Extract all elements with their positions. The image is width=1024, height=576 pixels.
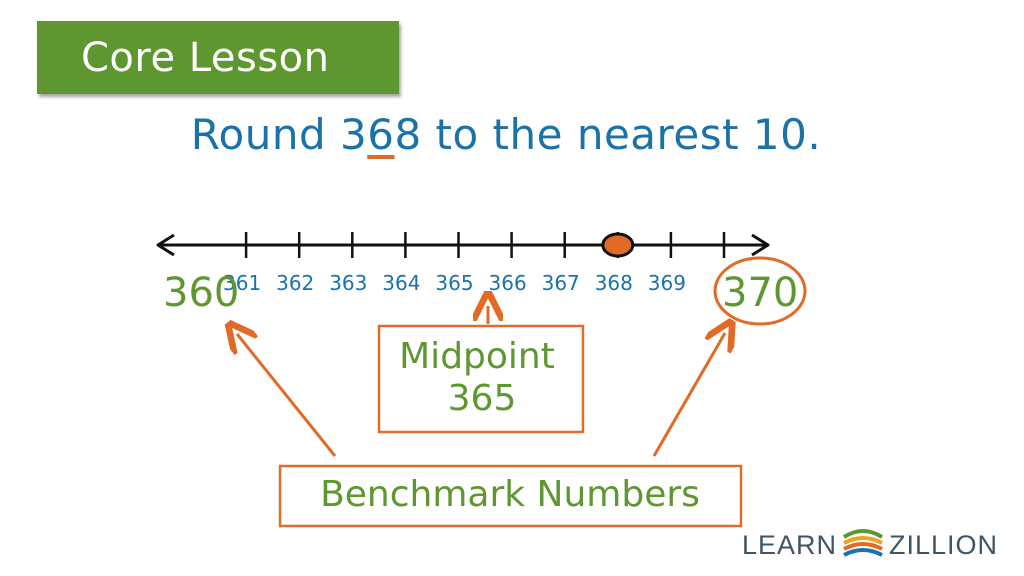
tick-label-364: 364: [382, 271, 420, 295]
tick-label-366: 366: [489, 271, 527, 295]
benchmark-label: Benchmark Numbers: [320, 474, 700, 515]
tick-label-362: 362: [276, 271, 314, 295]
midpoint-value: 365: [448, 378, 517, 419]
title-underlined-digit: 6: [367, 110, 395, 159]
right-arrowhead-icon: [751, 233, 770, 257]
tick-label-368: 368: [595, 271, 633, 295]
core-lesson-badge: Core Lesson: [37, 21, 399, 94]
midpoint-box: [377, 324, 585, 434]
benchmark-high-label: 370: [722, 270, 798, 316]
tick-label-365: 365: [435, 271, 473, 295]
benchmark-box: [278, 464, 743, 528]
benchmark-high-circle: [713, 256, 807, 326]
learnzillion-mark-icon: [842, 529, 884, 557]
tick-label-361: 361: [223, 271, 261, 295]
benchmark-arrow-left: [237, 334, 337, 457]
marked-point-368: [601, 232, 635, 258]
core-lesson-label: Core Lesson: [81, 34, 330, 81]
benchmark-arrow-right: [652, 333, 725, 457]
left-arrowhead-icon: [156, 233, 175, 257]
logo-learn: LEARN: [742, 529, 838, 560]
midpoint-label: Midpoint: [399, 336, 555, 377]
logo-zillion: ZILLION: [889, 529, 999, 560]
lesson-title: Round 368 to the nearest 10.: [0, 110, 1012, 159]
learnzillion-logo: LEARN ZILLION: [742, 525, 998, 565]
tick-label-367: 367: [542, 271, 580, 295]
title-part-1: Round 3: [190, 110, 368, 159]
benchmark-low-label: 360: [163, 270, 239, 316]
title-part-2: 8 to the nearest 10.: [394, 110, 822, 159]
tick-label-363: 363: [329, 271, 367, 295]
tick-label-369: 369: [648, 271, 686, 295]
